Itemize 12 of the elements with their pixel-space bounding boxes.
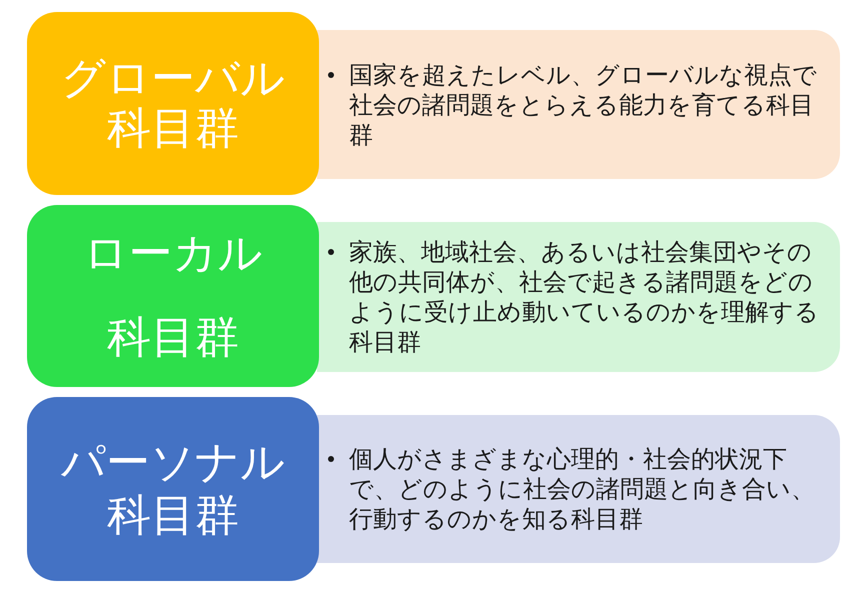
description-text: 国家を超えたレベル、グローバルな視点で社会の諸問題をとらえる能力を育てる科目群 [349, 60, 818, 150]
category-box [27, 12, 319, 195]
category-box [27, 397, 319, 581]
category-title: ローカル科目群 [82, 227, 264, 365]
category-title: パーソナル科目群 [60, 436, 286, 542]
description-box [317, 30, 840, 179]
category-title: グローバル科目群 [60, 54, 286, 154]
description-text: 家族、地域社会、あるいは社会集団やその他の共同体が、社会で起きる諸問題をどのように受け止め動いているのかを理解する科目群 [349, 237, 820, 357]
description-text: 個人がさまざまな心理的・社会的状況下で、どのように社会の諸問題と向き合い、行動するのかを知る科目群 [349, 444, 816, 534]
description-box [317, 222, 840, 372]
category-box [27, 205, 319, 387]
description-box [317, 415, 840, 563]
